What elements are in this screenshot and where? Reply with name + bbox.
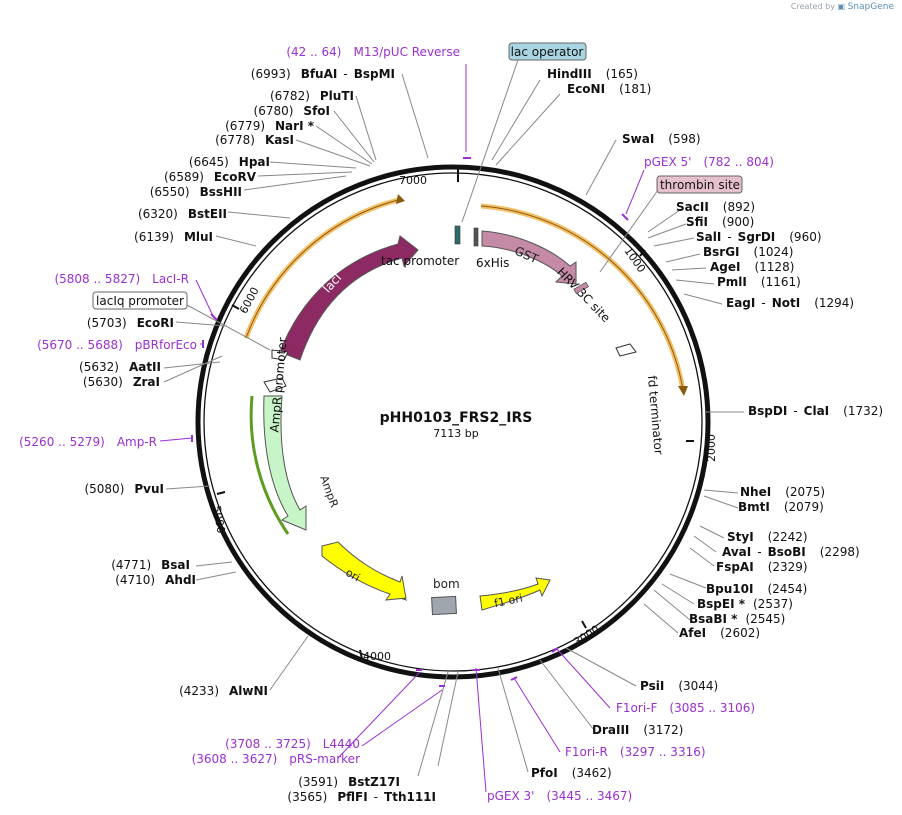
enzyme-label: EagI-NotI(1294) [726, 296, 854, 310]
lacI-feature [279, 235, 419, 361]
enzyme-label: (5703)EcoRI [87, 316, 174, 330]
enzyme-label: (6589)EcoRV [164, 170, 257, 184]
laciq-promoter-box: lacIq promoter [92, 291, 188, 310]
enzyme-label: (6782)PluTI [270, 89, 354, 103]
enzyme-label: (6993)BfuAI-BspMI [251, 67, 395, 81]
fd-terminator-feature [615, 343, 637, 357]
primer-label: (5808 .. 5827)LacI-R [54, 272, 189, 286]
his-tag-feature [473, 227, 479, 247]
lac-operator-box: lac operator [508, 42, 587, 61]
green-primer-arc [249, 395, 290, 535]
enzyme-label: (5632)AatII [79, 360, 161, 374]
tac-promoter-feature [454, 225, 461, 245]
tick-label-7000: 7000 [399, 174, 427, 187]
enzyme-label: (5080)PvuI [84, 482, 164, 496]
enzyme-label: EcoNI(181) [567, 82, 651, 96]
snapgene-credit: Created by ▣ SnapGene [791, 2, 894, 12]
enzyme-label: (6779)NarI * [225, 119, 315, 133]
plasmid-backbone [195, 164, 711, 680]
enzyme-label: SfiI(900) [686, 215, 754, 229]
f1-ori-label: f1 ori [493, 591, 524, 610]
enzyme-label: (4233)AlwNI [179, 684, 268, 698]
primer-label: (5260 .. 5279)Amp-R [19, 435, 157, 449]
primer-label: (42 .. 64)M13/pUC Reverse [286, 45, 460, 59]
enzyme-label: DraIII(3172) [592, 723, 683, 737]
enzyme-label: SalI-SgrDI(960) [696, 230, 822, 244]
enzyme-label: NheI(2075) [740, 485, 825, 499]
enzyme-label: (6645)HpaI [189, 155, 270, 169]
credit-prefix: Created by [790, 2, 835, 11]
credit-brand: SnapGene [847, 2, 894, 12]
enzyme-label: SwaI(598) [622, 132, 701, 146]
enzyme-label: (6139)MluI [134, 230, 213, 244]
enzyme-label: SacII(892) [676, 200, 755, 214]
AmpR-label: AmpR [317, 474, 341, 510]
hrv-site-label: HRV 3C site [554, 265, 613, 325]
enzyme-label: (4710)AhdI [115, 573, 196, 587]
tac-promoter-label: tac promoter [381, 254, 459, 268]
ampr-promoter-label: AmpR promoter [267, 337, 289, 433]
tick-label-4000: 4000 [363, 650, 391, 663]
enzyme-label: PsiI(3044) [640, 679, 718, 693]
enzyme-label: FspAI(2329) [716, 560, 808, 574]
tick-label-2000: 2000 [705, 434, 718, 462]
enzyme-leader-lines [163, 73, 744, 777]
his-tag-label: 6xHis [476, 256, 509, 270]
thrombin-site-box: thrombin site [656, 175, 743, 194]
primer-label: (5670 .. 5688)pBRforEco [37, 338, 197, 352]
hrv-site-feature [573, 281, 589, 295]
snapgene-logo-icon: ▣ [837, 2, 846, 11]
enzyme-label: (6778)KasI [215, 133, 294, 147]
enzyme-label: BspEI *(2537) [697, 597, 793, 611]
primer-label: pGEX 3'(3445 .. 3467) [487, 789, 632, 803]
enzyme-label: Bpu10I(2454) [706, 582, 807, 596]
AmpR-feature [263, 395, 307, 531]
primer-leader-lines [159, 64, 645, 793]
plasmid-name: pHH0103_FRS2_IRS [380, 410, 533, 426]
enzyme-label: PmlI(1161) [717, 275, 801, 289]
fd-terminator-label: fd terminator [645, 375, 666, 455]
enzyme-label: (3565)PflFI-Tth111I [287, 790, 436, 804]
GST-feature [481, 230, 577, 285]
laciq-promoter-feature [271, 349, 289, 361]
enzyme-label: HindIII(165) [547, 67, 638, 81]
f1-ori-feature [479, 577, 551, 611]
enzyme-label: AfeI(2602) [679, 626, 760, 640]
enzyme-label: (6320)BstEII [138, 207, 227, 221]
tick-label-5000: 5000 [210, 505, 228, 535]
primer-label: (3708 .. 3725)L4440 [225, 737, 360, 751]
primer-label: (3608 .. 3627)pRS-marker [192, 752, 360, 766]
laciq-promoter-label: lacIq promoter [96, 294, 184, 308]
enzyme-label: (4771)BsaI [111, 558, 190, 572]
enzyme-label: AgeI(1128) [710, 260, 794, 274]
orange-feature-arc-left [243, 196, 403, 339]
enzyme-label: BmtI(2079) [738, 500, 824, 514]
primer-label: F1ori-R(3297 .. 3316) [565, 745, 706, 759]
enzyme-label: (6550)BssHII [150, 185, 242, 199]
lac-operator-label: lac operator [511, 45, 584, 59]
tick-label-1000: 1000 [621, 245, 648, 275]
primer-label: pGEX 5'(782 .. 804) [644, 155, 774, 169]
thrombin-site-label: thrombin site [660, 178, 740, 192]
position-ticks [216, 166, 694, 660]
bom-feature [431, 595, 457, 616]
primer-marks [191, 157, 629, 687]
bom-label: bom [433, 577, 460, 591]
ampr-promoter-feature [263, 377, 287, 393]
enzyme-label: PfoI(3462) [531, 766, 612, 780]
enzyme-label: BspDI-ClaI(1732) [748, 404, 883, 418]
plasmid-size: 7113 bp [433, 427, 478, 440]
enzyme-label: (6780)SfoI [254, 104, 330, 118]
primer-label: F1ori-F(3085 .. 3106) [616, 701, 755, 715]
enzyme-label: BsrGI(1024) [703, 245, 793, 259]
enzyme-label: AvaI-BsoBI(2298) [722, 545, 860, 559]
enzyme-label: StyI(2242) [727, 530, 808, 544]
ori-label: ori [343, 566, 362, 584]
tick-label-3000: 3000 [571, 623, 602, 649]
enzyme-label: (3591)BstZ17I [298, 775, 400, 789]
enzyme-label: BsaBI *(2545) [689, 612, 785, 626]
enzyme-label: (5630)ZraI [83, 375, 160, 389]
